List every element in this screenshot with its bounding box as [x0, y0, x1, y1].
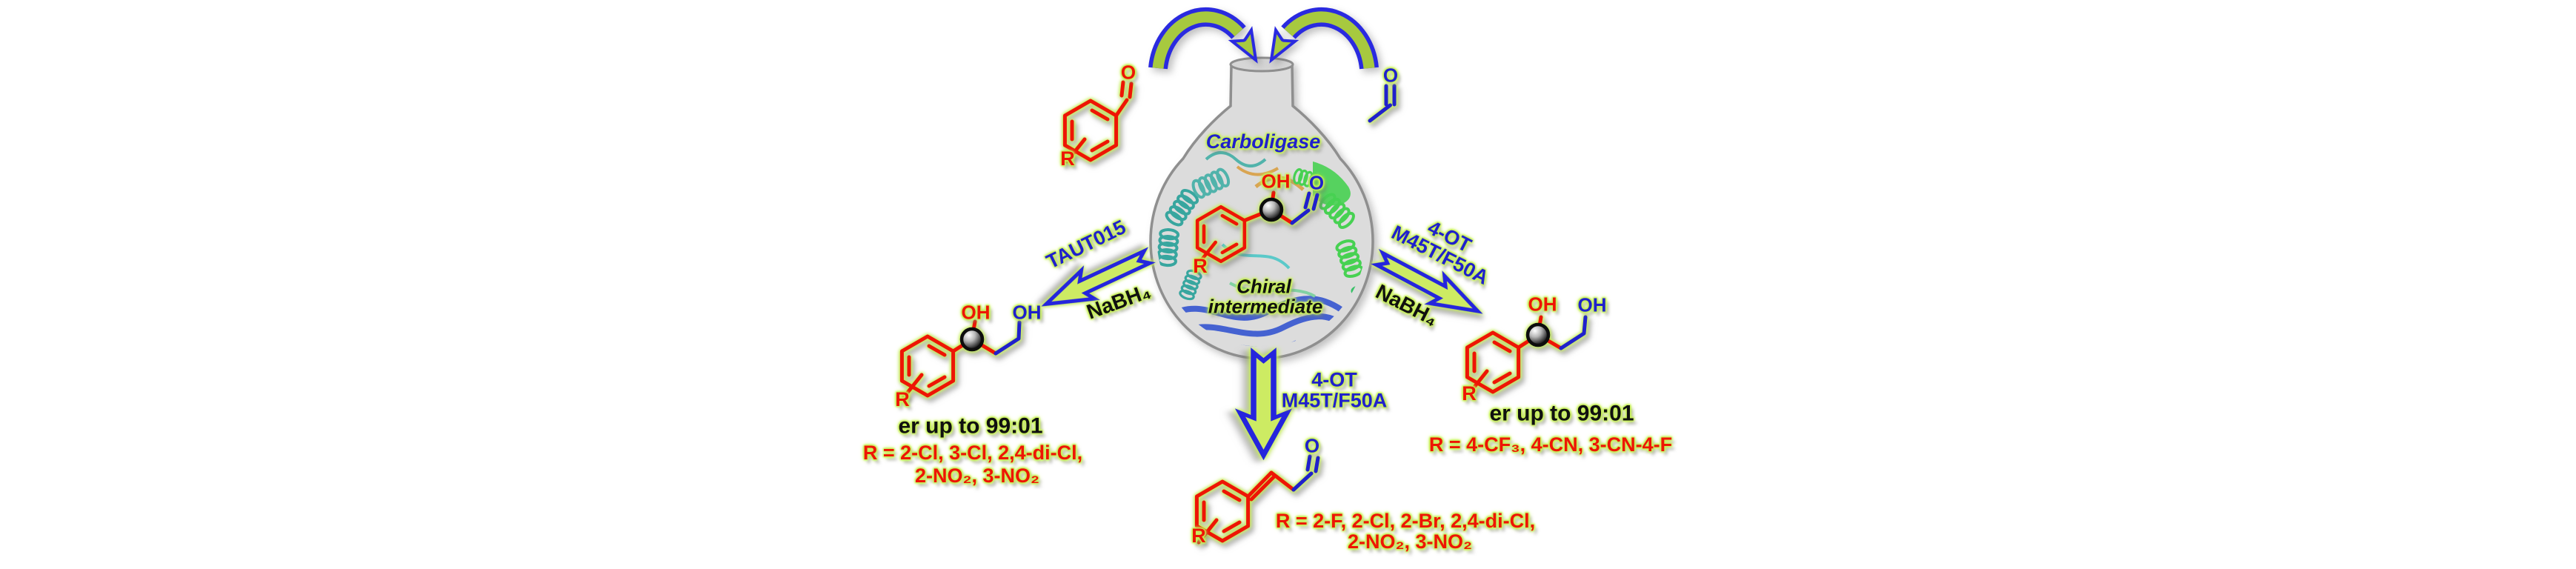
carboligase-enzyme-structure	[1156, 151, 1367, 347]
stereocenter-sphere	[1261, 199, 1282, 220]
chiral-intermediate-label-line1: Chiral	[1237, 275, 1291, 298]
bottom-substituents-line1: R = 2-F, 2-Cl, 2-Br, 2,4-di-Cl,	[1275, 509, 1536, 532]
bottom-substituents-line2: 2-NO₂, 3-NO₂	[1347, 530, 1473, 553]
left-product-oh1-label: OH	[961, 301, 991, 324]
bottom-enzyme-line2: M45T/F50A	[1281, 390, 1388, 412]
left-substituents-line1: R = 2-Cl, 3-Cl, 2,4-di-Cl,	[862, 441, 1083, 464]
carboligase-label: Carboligase	[1205, 130, 1321, 153]
reaction-arrow-down	[1240, 353, 1287, 455]
stereocenter-sphere	[962, 329, 982, 350]
chiral-intermediate-label-line2: intermediate	[1208, 295, 1323, 318]
diol-product-left-structure	[902, 319, 1022, 397]
right-product-oh1-label: OH	[1528, 293, 1557, 316]
stereocenter-sphere	[1528, 325, 1548, 345]
chiral-intermediate-structure	[1197, 190, 1319, 263]
right-product-oh2-label: OH	[1577, 293, 1607, 316]
left-product-r-label: R	[895, 387, 910, 410]
flask-mouth	[1229, 56, 1294, 73]
aryl-aldehyde-r-label: R	[1060, 147, 1075, 170]
aryl-aldehyde-o-label: O	[1120, 61, 1136, 84]
right-er-label: er up to 99:01	[1489, 401, 1634, 426]
feed-arrow-right	[1260, 7, 1379, 70]
acetaldehyde-reactant-structure	[1368, 84, 1397, 123]
enal-product-structure	[1197, 454, 1320, 542]
left-substituents-line2: 2-NO₂, 3-NO₂	[914, 464, 1040, 487]
intermediate-r-label: R	[1193, 254, 1208, 277]
right-product-r-label: R	[1462, 382, 1477, 405]
enal-product-r-label: R	[1191, 524, 1206, 547]
bottom-enzyme-line1: 4-OT	[1311, 368, 1357, 391]
aryl-aldehyde-reactant-structure	[1065, 80, 1134, 162]
intermediate-o-label: O	[1308, 171, 1325, 194]
bottom-enzyme-label: 4-OT M45T/F50A	[1281, 368, 1388, 412]
enal-product-o-label: O	[1304, 434, 1320, 457]
left-product-oh2-label: OH	[1012, 301, 1042, 324]
intermediate-oh-label: OH	[1261, 170, 1291, 193]
left-er-label: er up to 99:01	[898, 413, 1043, 439]
acetaldehyde-o-label: O	[1382, 64, 1399, 87]
feed-arrow-left	[1148, 7, 1267, 70]
right-substituents-line1: R = 4-CF₃, 4-CN, 3-CN-4-F	[1428, 433, 1673, 456]
diol-product-right-structure	[1467, 315, 1588, 393]
